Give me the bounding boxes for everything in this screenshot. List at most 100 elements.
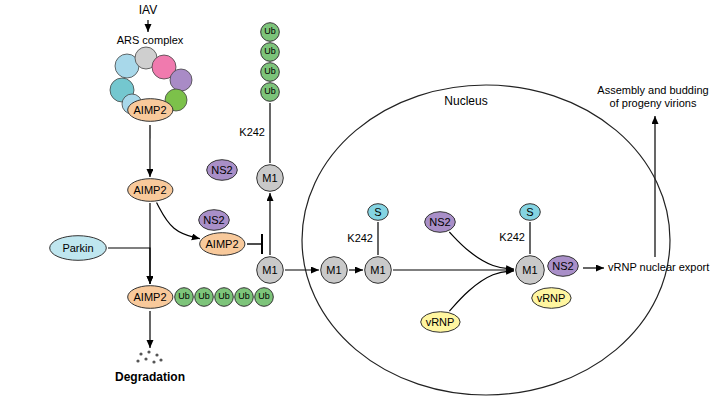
aimp2-protein: AIMP2 — [127, 178, 174, 202]
protein-outline — [261, 83, 280, 102]
protein-name: Ub — [178, 292, 190, 302]
protein-outline — [420, 312, 459, 333]
protein-name: AIMP2 — [133, 291, 166, 303]
protein-name: NS2 — [552, 260, 573, 272]
protein-outline — [127, 179, 172, 202]
protein-name: AIMP2 — [133, 104, 166, 116]
ubiquitin: Ub — [260, 42, 280, 62]
process-arrow — [349, 269, 363, 270]
vrnp-complex: vRNP — [420, 311, 461, 333]
inhibition-bar — [261, 234, 263, 254]
process-arrow — [449, 271, 514, 311]
protein-outline — [261, 63, 280, 82]
protein-outline — [127, 99, 172, 122]
process-arrow — [393, 269, 514, 270]
protein-name: AIMP2 — [133, 184, 166, 196]
complex-name: ARS complex — [100, 34, 200, 46]
protein-name: Ub — [238, 292, 250, 302]
protein-outline — [215, 288, 234, 307]
degradation-arrow — [149, 311, 150, 348]
bond-line — [377, 222, 378, 255]
budding-arrow — [654, 116, 655, 257]
nucleus-outline — [302, 85, 670, 395]
process-label: vRNP nuclear export — [608, 261, 709, 274]
ns2-protein: NS2 — [206, 159, 238, 181]
process-label: Assembly and budding of progeny virions — [594, 84, 712, 110]
protein-outline — [127, 286, 172, 309]
protein-name: M1 — [370, 264, 385, 276]
residue-label: K242 — [346, 232, 374, 245]
m1-protein: M1 — [256, 164, 284, 192]
process-arrow — [269, 193, 270, 255]
ubiquitin: Ub — [174, 287, 194, 307]
protein-name: M1 — [522, 264, 537, 276]
protein-outline — [255, 288, 274, 307]
inhibition-line — [247, 243, 262, 244]
process-arrow — [108, 248, 150, 284]
bond-line — [529, 222, 530, 254]
m1-protein: M1 — [256, 256, 284, 284]
ns2-protein: NS2 — [424, 211, 456, 233]
protein-outline — [175, 288, 194, 307]
protein-name: Ub — [258, 292, 270, 302]
sumo-tag: S — [519, 203, 541, 221]
subunit-circle — [170, 69, 192, 91]
ubiquitin: Ub — [194, 287, 214, 307]
protein-name: vRNP — [537, 292, 566, 304]
protein-name: Ub — [218, 292, 230, 302]
protein-name: NS2 — [211, 164, 232, 176]
protein-name: S — [526, 206, 533, 218]
protein-name: S — [374, 206, 381, 218]
aimp2-protein: AIMP2 — [127, 98, 174, 122]
protein-name: Ub — [198, 292, 210, 302]
process-arrow — [285, 269, 319, 270]
protein-name: AIMP2 — [205, 238, 238, 250]
protein-outline — [516, 256, 545, 285]
protein-name: Ub — [264, 47, 276, 57]
ns2-protein: NS2 — [198, 209, 230, 231]
protein-outline — [548, 256, 579, 277]
protein-name: vRNP — [426, 316, 455, 328]
protein-outline — [520, 204, 541, 221]
m1-protein: M1 — [320, 256, 348, 284]
protein-outline — [368, 204, 389, 221]
protein-name: Ub — [264, 67, 276, 77]
protein-name: NS2 — [429, 216, 450, 228]
protein-outline — [199, 210, 230, 231]
bond-line — [269, 103, 270, 163]
degraded-fragments — [136, 350, 162, 363]
protein-outline — [195, 288, 214, 307]
protein-name: M1 — [262, 172, 277, 184]
protein-outline — [425, 212, 456, 233]
protein-outline — [531, 288, 570, 309]
protein-outline — [50, 236, 107, 261]
protein-outline — [207, 160, 238, 181]
protein-outline — [261, 43, 280, 62]
protein-name: Parkin — [62, 242, 93, 254]
infection-arrow — [147, 20, 148, 32]
ubiquitin: Ub — [260, 62, 280, 82]
protein-outline — [365, 257, 392, 284]
virus-label: IAV — [139, 3, 157, 17]
protein-outline — [235, 288, 254, 307]
ns2-protein: NS2 — [547, 255, 579, 277]
protein-outline — [261, 23, 280, 42]
ubiquitin: Ub — [260, 22, 280, 42]
protein-name: M1 — [326, 264, 341, 276]
protein-name: Ub — [264, 27, 276, 37]
sumo-tag: S — [367, 203, 389, 221]
protein-complex: ARS complexAIMP2 — [100, 34, 200, 124]
protein-outline — [257, 257, 284, 284]
ubiquitin: Ub — [234, 287, 254, 307]
protein-name: M1 — [262, 264, 277, 276]
aimp2-protein: AIMP2 — [199, 232, 246, 256]
protein-outline — [199, 233, 244, 256]
m1-protein: M1 — [364, 256, 392, 284]
process-arrow — [157, 203, 200, 239]
outcome-label: Degradation — [115, 370, 185, 384]
export-arrow — [583, 267, 604, 268]
protein-outline — [257, 165, 284, 192]
residue-label: K242 — [238, 126, 266, 139]
